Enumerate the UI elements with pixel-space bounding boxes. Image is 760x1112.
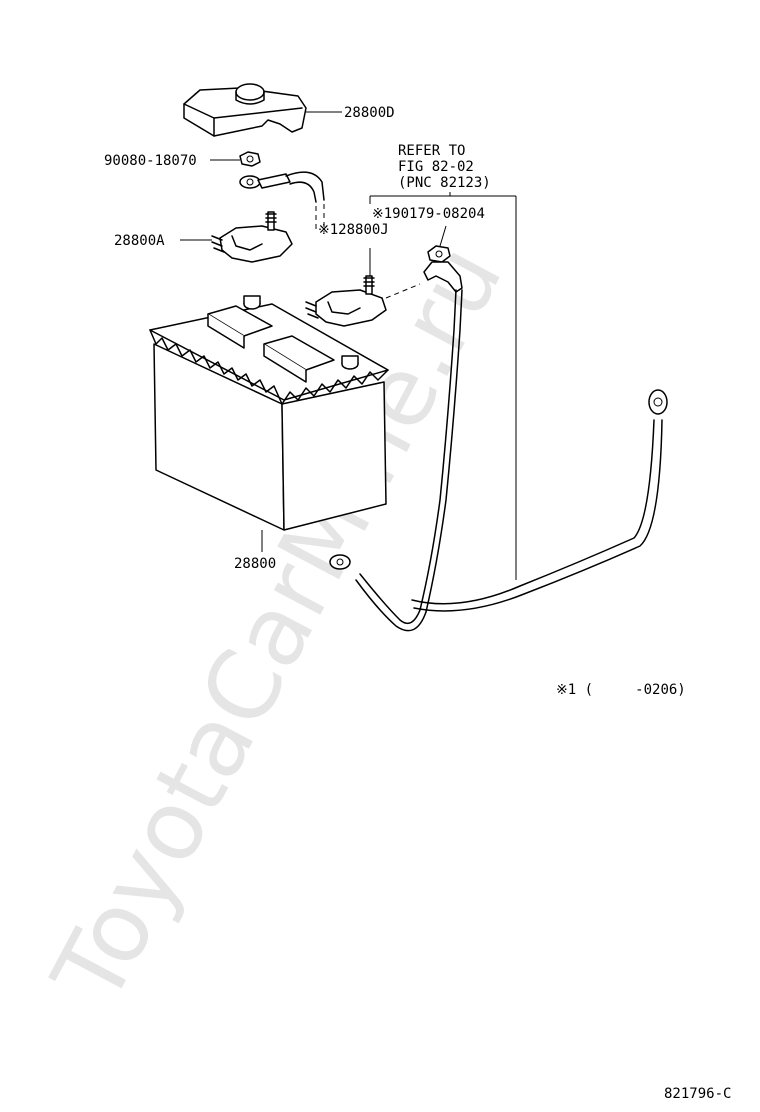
label-note: ※1 ( -0206): [556, 682, 686, 698]
label-cover: 28800D: [344, 105, 395, 121]
label-refer-1: REFER TO: [398, 143, 465, 159]
nut-part: [239, 151, 261, 167]
battery-part: [149, 295, 389, 531]
label-refer-3: (PNC 82123): [398, 175, 491, 191]
positive-terminal-part: [211, 211, 293, 263]
label-refer-2: FIG 82-02: [398, 159, 474, 175]
refer-to-bracket: [369, 192, 517, 580]
battery-cover-part: [183, 83, 307, 137]
label-positive-terminal: 28800A: [114, 233, 165, 249]
negative-cable-part: [329, 261, 668, 632]
label-nut: 90080-18070: [104, 153, 197, 169]
label-battery: 28800: [234, 556, 276, 572]
leader-bolt: [439, 225, 447, 247]
label-cable-j: ※128800J: [318, 222, 389, 238]
label-figure-id: 821796-C: [664, 1086, 731, 1102]
label-bolt: ※190179-08204: [372, 206, 485, 222]
positive-cable-part: [239, 171, 325, 232]
negative-terminal-part: [305, 275, 421, 327]
bolt-part: [427, 245, 451, 263]
